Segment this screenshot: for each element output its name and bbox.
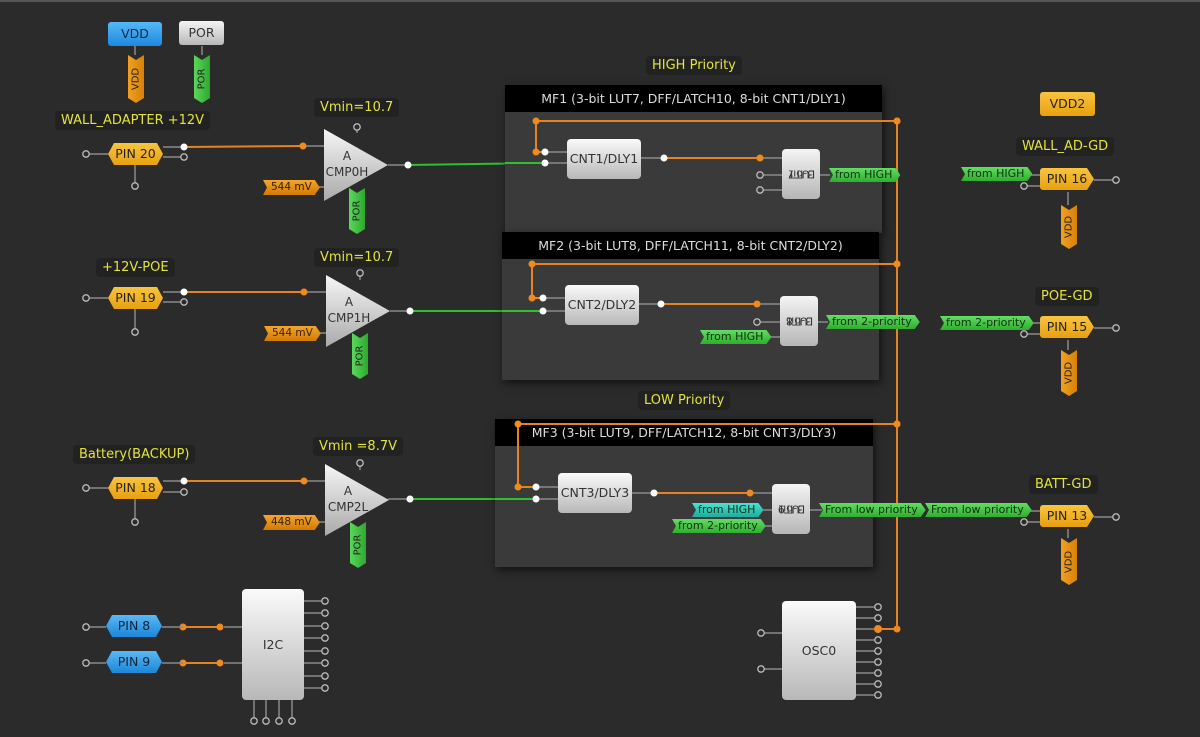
cmp0-por-tag: POR [349,188,365,234]
mf3-in-tag-high: from HIGH [692,503,763,517]
vdd-button[interactable]: VDD [108,22,162,46]
pin20-caption: WALL_ADAPTER +12V [55,111,211,130]
low-priority-label: LOW Priority [638,391,731,410]
pin-8[interactable]: PIN 8 [106,615,162,637]
cnt1-dly1-block[interactable]: CNT1/DLY1 [567,139,641,179]
mf3-in-tag-2priority: from 2-priority [672,519,766,533]
mf1-out-tag: from HIGH [829,168,900,182]
mf3-out-tag: From low priority [819,503,926,517]
cmp1-type: A [344,295,354,309]
cmp2-vmin-label: Vmin =8.7V [313,437,403,456]
cmp2-name: CMP2L [327,500,369,514]
macrocell-mf1: MF1 (3-bit LUT7, DFF/LATCH10, 8-bit CNT1… [505,85,882,233]
vdd-tag: VDD [128,55,144,103]
pin-13[interactable]: PIN 13 [1040,505,1094,527]
pin13-in-tag: From low priority [925,503,1032,517]
pin15-caption: POE-GD [1035,287,1099,306]
comparator-cmp2l[interactable]: A CMP2L [325,464,389,536]
comparator-cmp0h[interactable]: A CMP0H [324,129,388,201]
mf2-out-tag: from 2-priority [826,315,920,329]
pin16-vdd-tag: VDD [1061,205,1077,249]
mf1-title: MF1 (3-bit LUT7, DFF/LATCH10, 8-bit CNT1… [505,85,882,112]
cmp1-vmin-label: Vmin=10.7 [314,248,400,267]
por-tag: POR [194,55,210,103]
mf2-in-tag: from HIGH [700,330,771,344]
lut9-line2: LUT9 [777,502,805,516]
mf2-title: MF2 (3-bit LUT8, DFF/LATCH11, 8-bit CNT2… [502,232,879,259]
pin13-vdd-tag: VDD [1061,538,1077,585]
macrocell-mf3: MF3 (3-bit LUT9, DFF/LATCH12, 8-bit CNT3… [495,419,873,567]
cmp0-vmin-label: Vmin=10.7 [314,98,400,117]
mf3-title: MF3 (3-bit LUT9, DFF/LATCH12, 8-bit CNT3… [495,419,873,446]
cmp0-vref-tag: 544 mV [263,180,320,195]
vdd2-button[interactable]: VDD2 [1040,92,1095,116]
cnt3-dly3-block[interactable]: CNT3/DLY3 [558,473,632,513]
pin-20[interactable]: PIN 20 [108,143,163,165]
pin-9[interactable]: PIN 9 [106,651,162,673]
pin15-in-tag: from 2-priority [940,316,1034,330]
high-priority-label: HIGH Priority [646,56,742,75]
i2c-block[interactable]: I2C [242,589,304,700]
pin-15[interactable]: PIN 15 [1040,316,1094,338]
pin13-caption: BATT-GD [1029,475,1098,494]
top-border [0,0,1200,2]
lut7-line2: LUT7 [787,167,815,181]
pin15-vdd-tag: VDD [1061,350,1077,396]
pin-19[interactable]: PIN 19 [108,287,163,309]
comparator-cmp1h[interactable]: A CMP1H [326,275,390,347]
cmp2-vref-tag: 448 mV [263,515,320,530]
cmp1-name: CMP1H [327,311,371,325]
cmp1-por-tag: POR [352,333,368,379]
lut8-line2: LUT8 [785,314,813,328]
pin-16[interactable]: PIN 16 [1040,168,1094,190]
cmp1-vref-tag: 544 mV [264,326,321,341]
osc0-block[interactable]: OSC0 [782,601,856,700]
cmp2-por-tag: POR [350,522,366,568]
cmp2-type: A [343,484,353,498]
cnt2-dly2-block[interactable]: CNT2/DLY2 [565,285,639,325]
pin16-caption: WALL_AD-GD [1016,137,1115,156]
pin-18[interactable]: PIN 18 [108,477,163,499]
pin16-in-tag: from HIGH [961,167,1032,181]
pin18-caption: Battery(BACKUP) [73,445,196,464]
cmp0-type: A [342,149,352,163]
cmp0-name: CMP0H [325,165,369,179]
i2c-pin-stubs [162,626,183,664]
pin19-caption: +12V-POE [96,258,175,277]
macrocell-mf2: MF2 (3-bit LUT8, DFF/LATCH11, 8-bit CNT2… [502,232,879,380]
por-button[interactable]: POR [179,21,224,45]
